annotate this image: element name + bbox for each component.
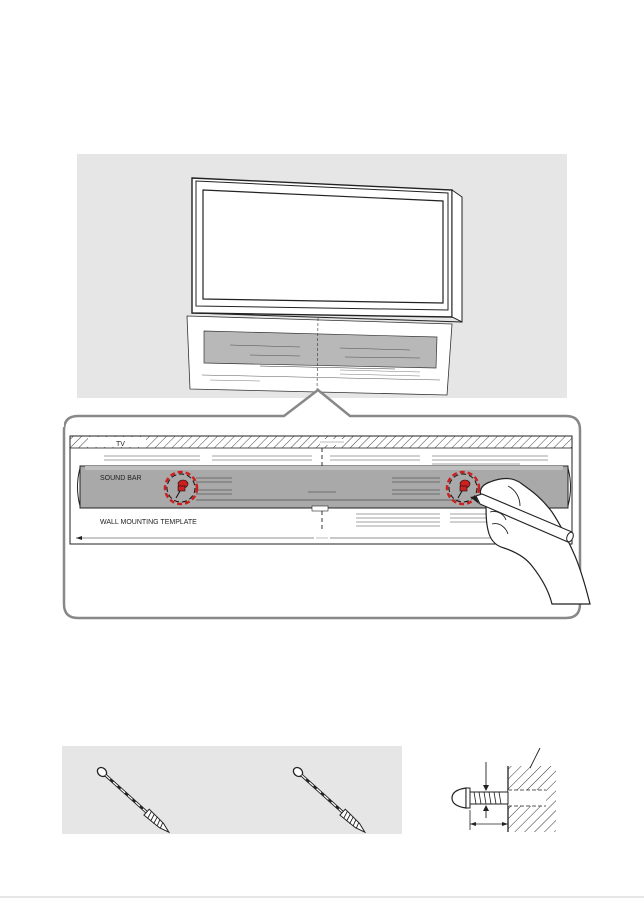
sound-bar-label: SOUND BAR	[100, 475, 142, 482]
tv-illustration	[192, 178, 462, 322]
screw-wall-diagram	[452, 748, 556, 832]
screws-panel	[62, 746, 402, 835]
tv-zone-label: TV	[116, 441, 125, 448]
tv-wall-scene	[77, 154, 567, 398]
template-sheet-perspective	[187, 316, 452, 395]
wall-mounting-template-label: WALL MOUNTING TEMPLATE	[100, 519, 197, 526]
